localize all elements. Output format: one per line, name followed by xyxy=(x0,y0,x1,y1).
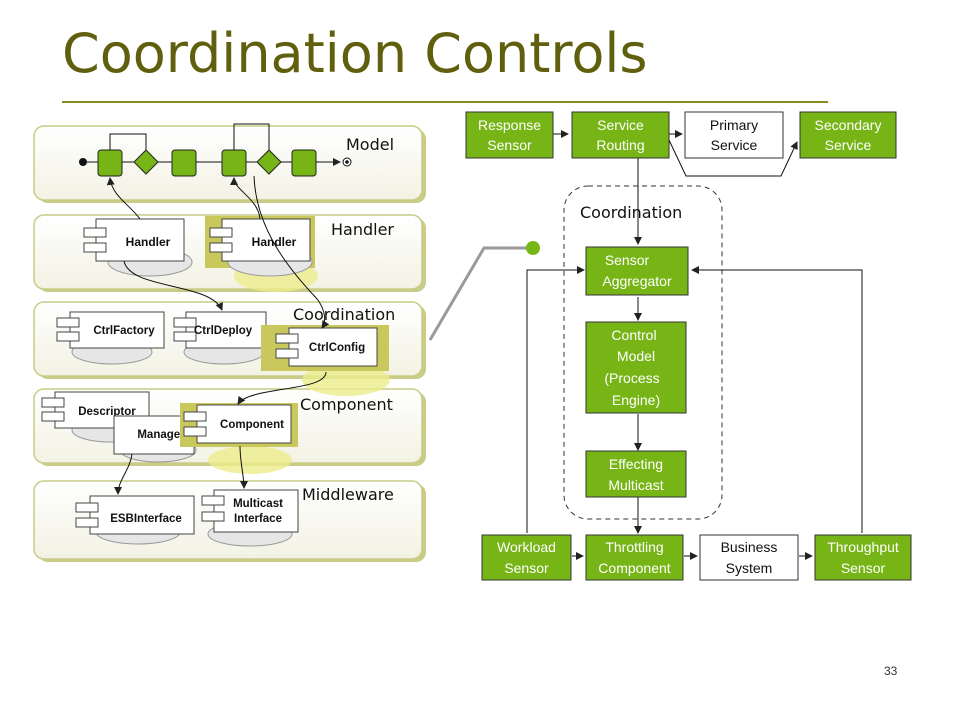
svg-text:Service: Service xyxy=(825,137,872,153)
title-divider xyxy=(62,101,828,103)
svg-text:System: System xyxy=(726,560,773,576)
svg-text:CtrlConfig: CtrlConfig xyxy=(309,342,365,354)
svg-text:Sensor: Sensor xyxy=(605,252,650,268)
svg-text:Service: Service xyxy=(597,117,644,133)
page-number: 33 xyxy=(884,664,898,678)
svg-text:Primary: Primary xyxy=(710,117,758,133)
esbinterface-component: ESBInterface xyxy=(75,495,195,545)
svg-text:Response: Response xyxy=(478,117,541,133)
zoom-connector xyxy=(428,241,540,341)
secondary-service-box: Secondary Service xyxy=(799,111,897,159)
primary-service-box: Primary Service xyxy=(684,111,784,159)
svg-text:Component: Component xyxy=(220,419,284,431)
workload-sensor-box: Workload Sensor xyxy=(481,534,572,581)
layer-label-middleware: Middleware xyxy=(302,485,394,504)
connector-dot-icon xyxy=(526,241,540,255)
svg-text:Multicast: Multicast xyxy=(233,498,283,510)
layer-connectors xyxy=(106,175,330,495)
task-node-1 xyxy=(97,149,123,177)
service-routing-box: Service Routing xyxy=(571,111,670,159)
layer-label-model: Model xyxy=(346,135,394,154)
coordination-boundary xyxy=(563,185,723,520)
business-system-box: Business System xyxy=(699,534,799,581)
process-model-flow xyxy=(79,123,352,177)
layer-label-handler: Handler xyxy=(331,220,394,239)
task-node-4 xyxy=(291,149,317,177)
svg-text:Manager: Manager xyxy=(137,429,185,441)
svg-text:Engine): Engine) xyxy=(612,392,660,408)
control-model-box: Control Model (Process Engine) xyxy=(585,321,687,414)
sensor-aggregator-box: Sensor Aggregator xyxy=(585,246,689,296)
svg-text:Control: Control xyxy=(611,327,656,343)
svg-text:Model: Model xyxy=(617,348,655,364)
svg-text:Descriptor: Descriptor xyxy=(78,406,136,418)
response-sensor-box: Response Sensor xyxy=(465,111,554,159)
svg-text:Business: Business xyxy=(721,539,778,555)
svg-text:Sensor: Sensor xyxy=(841,560,886,576)
ctrlfactory-component: CtrlFactory xyxy=(56,311,165,365)
svg-text:Throughput: Throughput xyxy=(827,539,899,555)
svg-text:Multicast: Multicast xyxy=(608,477,663,493)
flow-connectors xyxy=(526,130,863,560)
throttling-component-box: Throttling Component xyxy=(585,534,684,581)
svg-text:Workload: Workload xyxy=(497,539,556,555)
start-node-icon xyxy=(79,158,87,166)
throughput-sensor-box: Throughput Sensor xyxy=(814,534,912,581)
svg-text:Effecting: Effecting xyxy=(609,456,663,472)
svg-text:CtrlFactory: CtrlFactory xyxy=(93,325,155,337)
multicast-interface-component: Multicast Interface xyxy=(201,489,299,547)
svg-text:Secondary: Secondary xyxy=(815,117,882,133)
layer-label-component: Component xyxy=(300,395,393,414)
svg-text:Sensor: Sensor xyxy=(487,137,532,153)
svg-text:Interface: Interface xyxy=(234,513,282,525)
svg-text:CtrlDeploy: CtrlDeploy xyxy=(194,325,253,337)
component-component: Component xyxy=(180,403,298,474)
ctrldeploy-component: CtrlDeploy xyxy=(173,311,267,365)
layer-label-coordination: Coordination xyxy=(293,305,395,324)
svg-text:(Process: (Process xyxy=(604,370,659,386)
svg-text:Service: Service xyxy=(711,137,758,153)
task-node-3 xyxy=(221,149,247,177)
ctrlconfig-component: CtrlConfig xyxy=(261,325,390,396)
svg-text:Component: Component xyxy=(598,560,670,576)
coordination-region-label: Coordination xyxy=(580,203,682,222)
svg-text:Handler: Handler xyxy=(126,235,171,249)
svg-text:Routing: Routing xyxy=(596,137,644,153)
gateway-node-1 xyxy=(133,149,159,175)
svg-text:ESBInterface: ESBInterface xyxy=(110,513,182,525)
svg-text:Handler: Handler xyxy=(252,235,297,249)
task-node-2 xyxy=(171,149,197,177)
svg-text:Sensor: Sensor xyxy=(504,560,549,576)
effecting-multicast-box: Effecting Multicast xyxy=(585,450,687,498)
svg-text:Throttling: Throttling xyxy=(605,539,663,555)
gateway-node-2 xyxy=(256,149,282,175)
svg-text:Aggregator: Aggregator xyxy=(602,273,672,289)
handler-component-1: Handler xyxy=(83,218,193,277)
slide-title: Coordination Controls xyxy=(62,22,648,85)
